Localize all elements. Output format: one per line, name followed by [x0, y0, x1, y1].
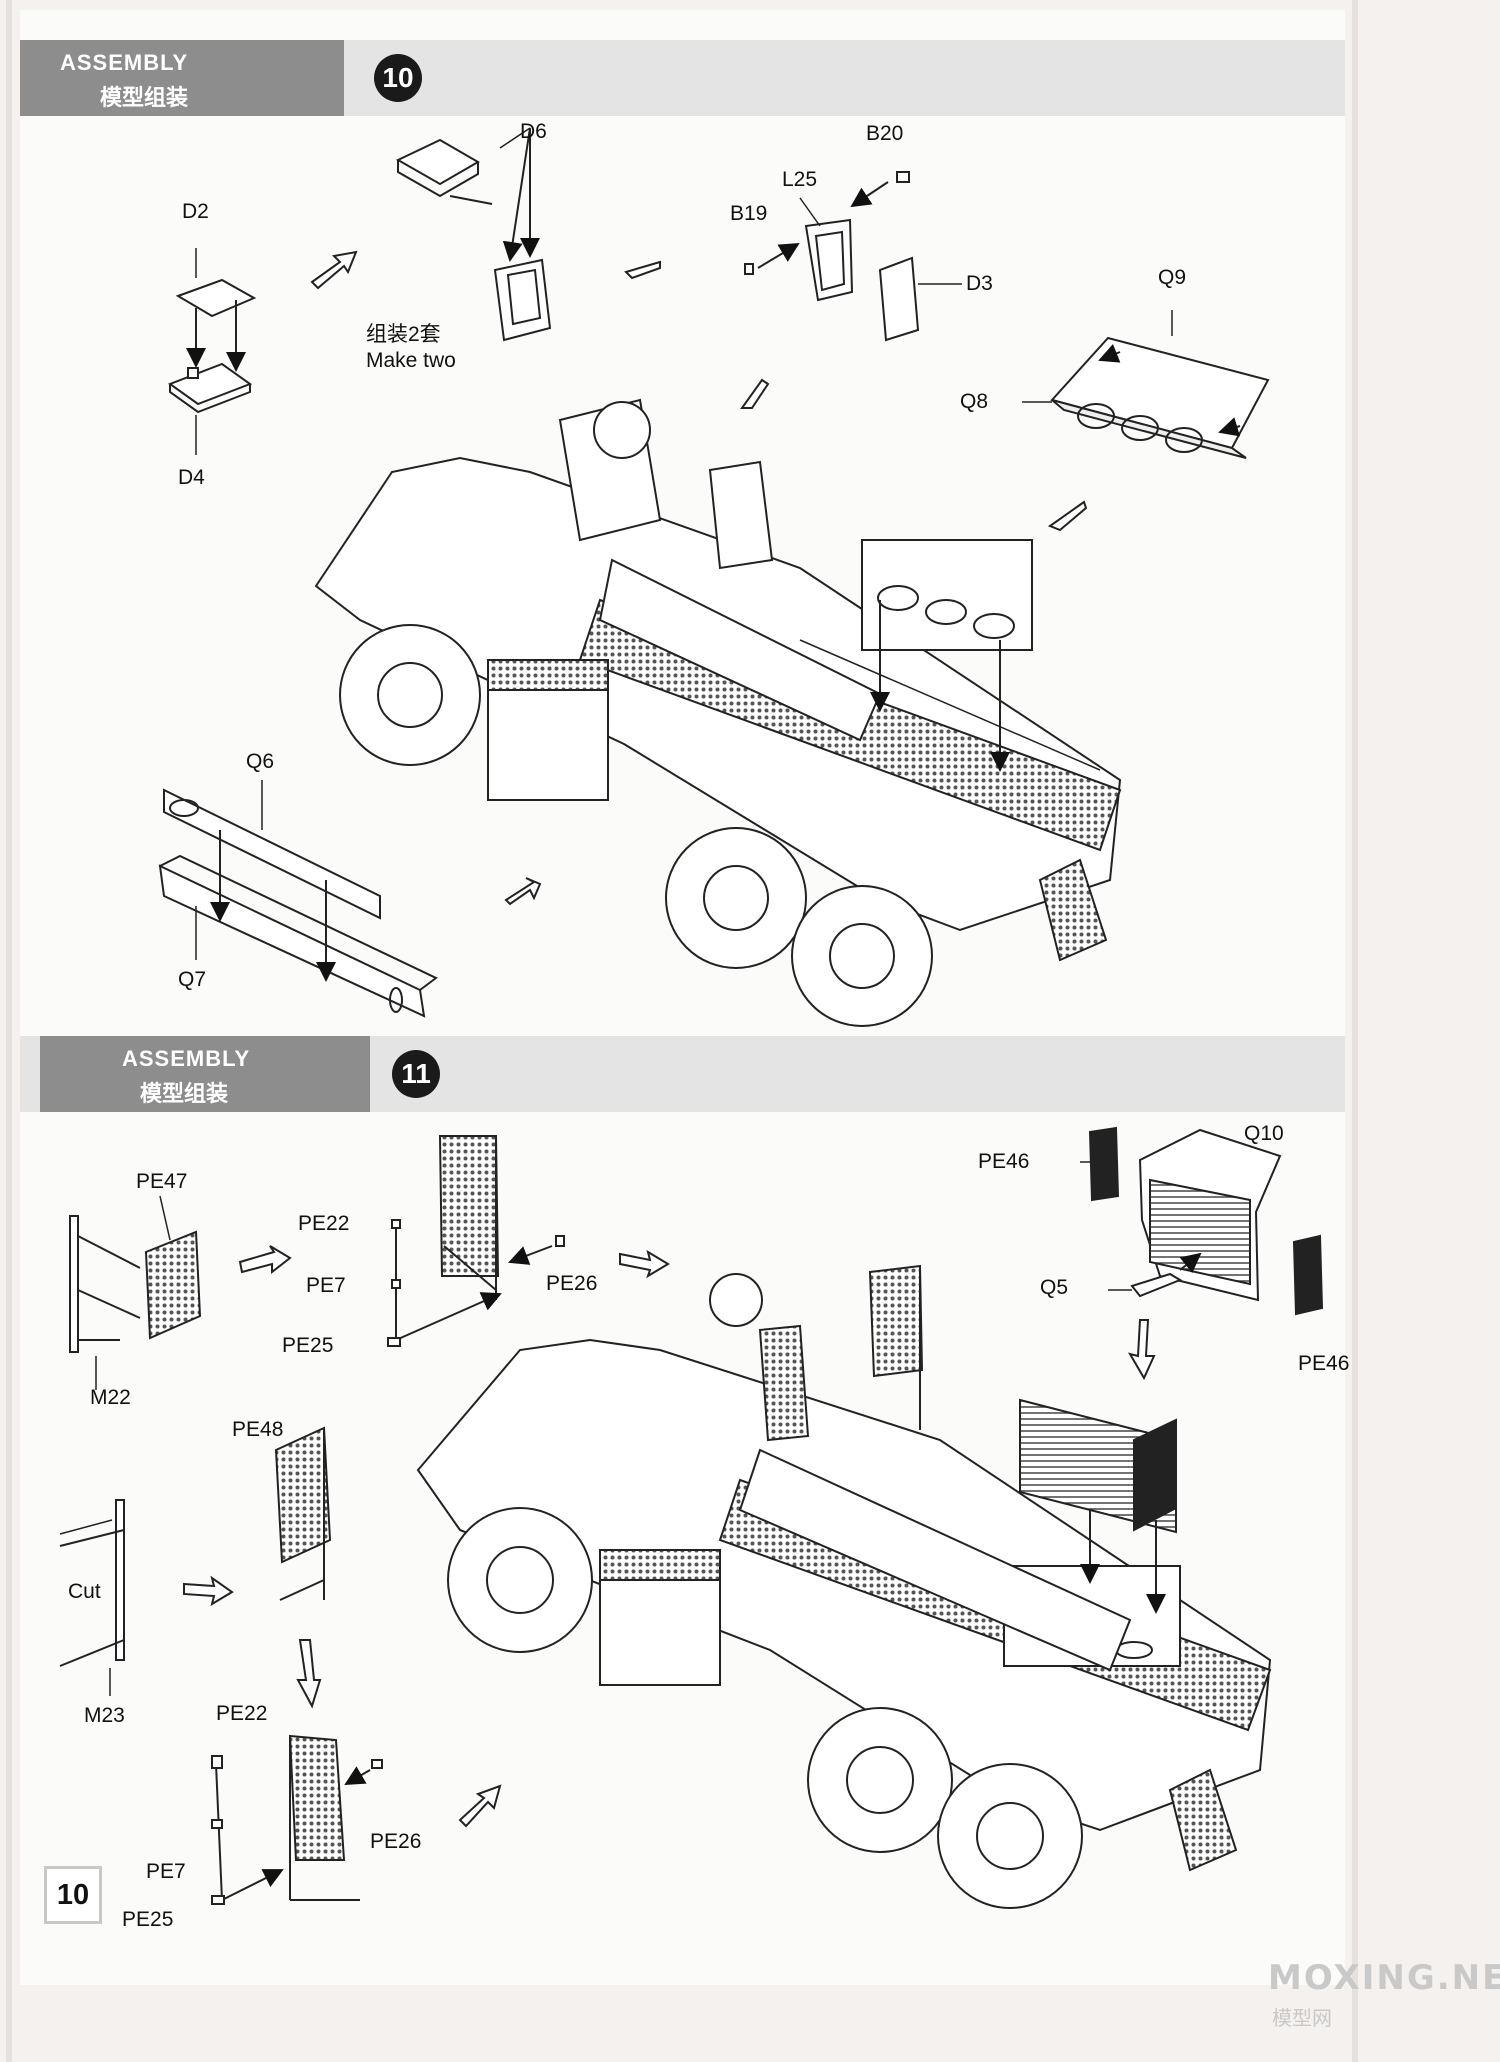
- part-label-b20: B20: [866, 122, 904, 145]
- part-label-d2: D2: [182, 200, 209, 223]
- part-label-l25: L25: [782, 168, 818, 191]
- part-label-q10: Q10: [1244, 1122, 1284, 1145]
- assembly-label-cn: 模型组装: [100, 85, 189, 110]
- part-q6-q7: [158, 780, 438, 1018]
- part-label-pe25: PE25: [122, 1908, 174, 1931]
- assembly-label-en: ASSEMBLY: [122, 1046, 251, 1071]
- part-pe47-m22: [69, 1195, 202, 1390]
- part-label-pe26: PE26: [546, 1272, 598, 1295]
- part-d6: [395, 127, 552, 342]
- vehicle-chassis-step11: [416, 1264, 1272, 1909]
- part-q8-q9: [1022, 310, 1270, 459]
- make-two-note-en: Make two: [366, 349, 456, 372]
- left-page-edge: [6, 0, 12, 2062]
- part-label-pe22: PE22: [216, 1702, 268, 1725]
- part-label-q6: Q6: [246, 750, 275, 773]
- part-label-m23: M23: [84, 1704, 125, 1727]
- part-label-b19: B19: [730, 202, 768, 225]
- part-label-d4: D4: [178, 466, 205, 489]
- part-label-cut: Cut: [68, 1580, 101, 1603]
- part-pe48-m23: [59, 1426, 332, 1696]
- part-label-q5: Q5: [1040, 1276, 1069, 1299]
- part-label-pe46: PE46: [1298, 1352, 1350, 1375]
- direction-arrows: [183, 1245, 1156, 1828]
- part-label-pe25: PE25: [282, 1334, 334, 1357]
- part-pe22-pe7-pe25-pe26: [387, 1135, 565, 1347]
- part-label-m22: M22: [90, 1386, 131, 1409]
- step-10-header: ASSEMBLY 模型组装 10: [20, 40, 1345, 116]
- part-label-pe22: PE22: [298, 1212, 350, 1235]
- assembly-label: ASSEMBLY 模型组装: [20, 40, 344, 116]
- part-label-pe47: PE47: [136, 1170, 188, 1193]
- part-label-pe26: PE26: [370, 1830, 422, 1853]
- assembly-label-en: ASSEMBLY: [60, 50, 189, 75]
- step-10-drawing: [158, 127, 1270, 1027]
- step-11-header: ASSEMBLY 模型组装 11: [20, 1036, 1345, 1112]
- watermark-en: MOXING.NET: [1268, 1958, 1500, 1998]
- step-number-badge: 11: [392, 1050, 440, 1098]
- part-label-pe46: PE46: [978, 1150, 1030, 1173]
- step-number-badge: 10: [374, 54, 422, 102]
- assembly-label: ASSEMBLY 模型组装: [40, 1036, 370, 1112]
- make-two-note: 组装2套 Make two: [366, 322, 456, 374]
- make-two-note-cn: 组装2套: [366, 323, 441, 346]
- part-label-pe48: PE48: [232, 1418, 284, 1441]
- step-11-drawing: [59, 1126, 1324, 1909]
- direction-arrows: [310, 250, 1088, 906]
- page-number: 10: [44, 1866, 102, 1924]
- watermark-cn: 模型网: [1272, 2008, 1332, 2030]
- part-label-d6: D6: [520, 120, 547, 143]
- right-page-edge: [1352, 0, 1358, 2062]
- part-label-q8: Q8: [960, 390, 989, 413]
- part-q10-q5-pe46: [1080, 1126, 1324, 1316]
- part-label-pe7: PE7: [306, 1274, 346, 1297]
- part-label-q9: Q9: [1158, 266, 1187, 289]
- part-label-d3: D3: [966, 272, 993, 295]
- assembly-label-cn: 模型组装: [140, 1081, 229, 1106]
- part-lower-screen-assembly: [211, 1734, 383, 1905]
- part-d2-d4: [167, 248, 257, 455]
- part-label-q7: Q7: [178, 968, 207, 991]
- vehicle-chassis-step10: [314, 398, 1122, 1027]
- part-l25-b19-b20-d3: [744, 171, 962, 342]
- part-label-pe7: PE7: [146, 1860, 186, 1883]
